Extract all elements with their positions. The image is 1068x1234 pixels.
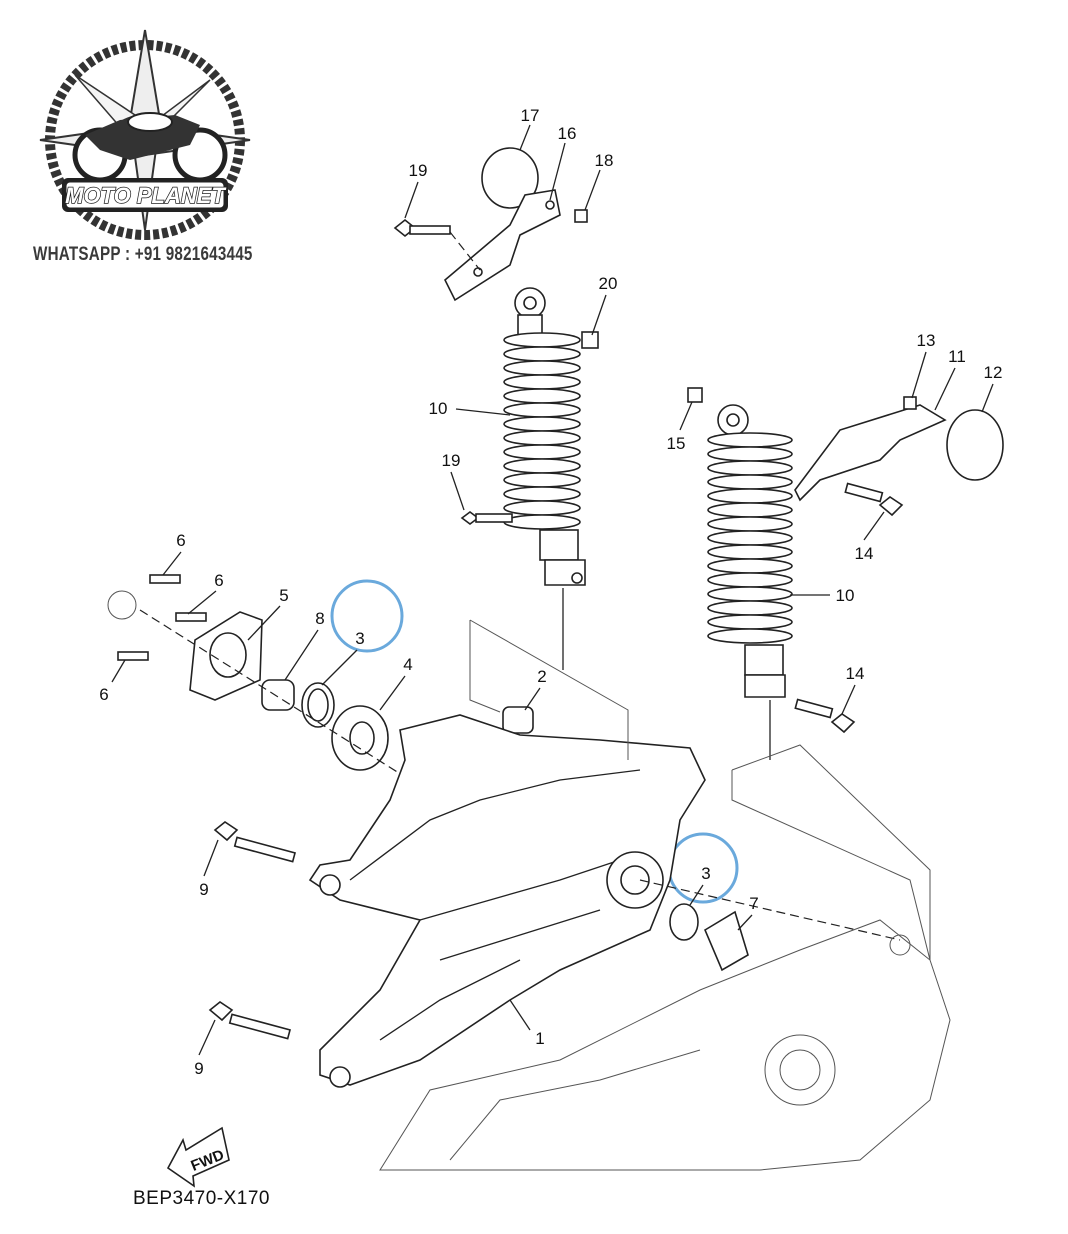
- spring-coil: [503, 360, 581, 376]
- spring-coil: [503, 486, 581, 502]
- callout-1: 1: [535, 1029, 544, 1048]
- callout-19: 19: [409, 161, 428, 180]
- engine-case: [379, 919, 951, 1171]
- swing-arm: [208, 714, 901, 1088]
- upper-left-bracket: [393, 147, 599, 349]
- callout-19: 19: [442, 451, 461, 470]
- callout-6: 6: [176, 531, 185, 550]
- spring-coil: [503, 500, 581, 516]
- forward-arrow-icon: FWD: [166, 1126, 230, 1188]
- spring-coil: [707, 614, 793, 630]
- spring-coil: [503, 388, 581, 404]
- callout-10: 10: [836, 586, 855, 605]
- callout-14: 14: [855, 544, 874, 563]
- spring-coil: [503, 514, 581, 530]
- callout-6: 6: [214, 571, 223, 590]
- callout-2: 2: [537, 667, 546, 686]
- highlight-circle-part-3-left: [330, 579, 404, 653]
- whatsapp-contact: WHATSAPP : +91 9821643445: [33, 244, 253, 265]
- callout-11: 11: [948, 347, 966, 366]
- assembly-lines: [469, 619, 931, 961]
- callout-14: 14: [846, 664, 865, 683]
- spring-coil: [707, 544, 793, 560]
- spring-coil: [503, 402, 581, 418]
- spring-coil: [707, 516, 793, 532]
- callout-9: 9: [194, 1059, 203, 1078]
- moto-planet-logo: MOTO PLANET: [39, 29, 251, 240]
- callout-18: 18: [595, 151, 614, 170]
- spring-coil: [707, 432, 793, 448]
- spring-coil: [707, 628, 793, 644]
- spring-coil: [503, 430, 581, 446]
- left-side-parts: [107, 574, 534, 781]
- callout-9: 9: [199, 880, 208, 899]
- callout-13: 13: [917, 331, 936, 350]
- shock-absorber-right: [707, 404, 856, 760]
- callout-4: 4: [403, 655, 412, 674]
- spring-coil: [707, 600, 793, 616]
- spring-coil: [707, 586, 793, 602]
- callout-3: 3: [355, 629, 364, 648]
- callout-20: 20: [599, 274, 618, 293]
- spring-coil: [707, 488, 793, 504]
- callout-7: 7: [749, 894, 758, 913]
- callout-5: 5: [279, 586, 288, 605]
- spring-coil: [503, 374, 581, 390]
- callout-15: 15: [667, 434, 686, 453]
- spring-coil: [503, 472, 581, 488]
- callout-17: 17: [521, 106, 540, 125]
- spring-coil: [503, 458, 581, 474]
- callout-labels: 17 16 18 19 20 10 13 11 12 15 19 14 6 6 …: [99, 106, 1002, 1078]
- callout-12: 12: [984, 363, 1003, 382]
- logo-brand-text: MOTO PLANET: [65, 183, 226, 208]
- callout-3: 3: [701, 864, 710, 883]
- spring-coil: [707, 502, 793, 518]
- spring-coil: [707, 530, 793, 546]
- spring-coil: [503, 332, 581, 348]
- shock-absorber-left: [460, 287, 586, 670]
- spring-coil: [707, 474, 793, 490]
- spring-coil: [503, 444, 581, 460]
- spring-coil: [707, 558, 793, 574]
- callout-8: 8: [315, 609, 324, 628]
- diagram-code: BEP3470-X170: [133, 1188, 270, 1209]
- callout-10: 10: [429, 399, 448, 418]
- upper-right-bracket: [687, 387, 1004, 517]
- spring-coil: [707, 460, 793, 476]
- spring-coil: [503, 416, 581, 432]
- callout-6: 6: [99, 685, 108, 704]
- leader-lines: [111, 124, 994, 1056]
- spring-coil: [707, 572, 793, 588]
- spring-coil: [707, 446, 793, 462]
- spring-coil: [503, 346, 581, 362]
- callout-16: 16: [558, 124, 577, 143]
